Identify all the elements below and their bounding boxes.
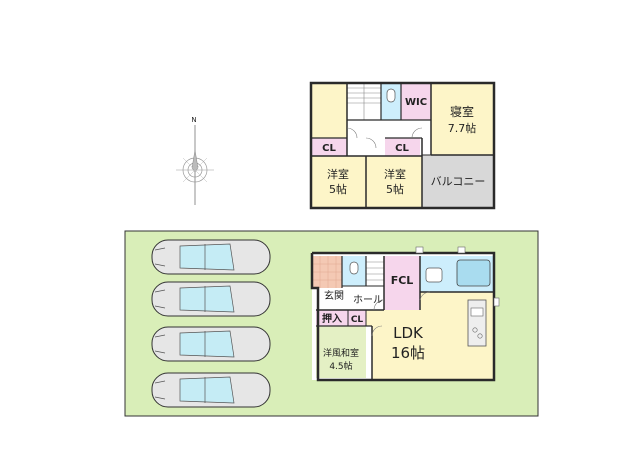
compass: N (176, 116, 214, 205)
compass-arrow (191, 149, 199, 173)
sink-icon (470, 307, 484, 317)
compass-diag-b (182, 157, 208, 183)
balcony-label: バルコニー (431, 175, 486, 188)
wic-label: WIC (405, 97, 427, 108)
room-left-name: 洋室 (327, 167, 349, 181)
entrance-tile-grid (312, 256, 342, 288)
washbasin-icon (425, 267, 443, 283)
stove-burner-icon-a (472, 327, 478, 333)
closet-right (385, 138, 420, 156)
japanese-room-name: 洋風和室 (323, 347, 359, 359)
hall-label: ホール (353, 294, 383, 306)
bedroom-size: 7.7帖 (448, 122, 477, 135)
staircase-1f (366, 256, 384, 286)
ldk-name: LDK (393, 324, 424, 342)
oshiire-label: 押入 (322, 312, 342, 325)
bathtub-icon (456, 259, 491, 287)
fcl-label: FCL (391, 274, 414, 287)
stove-burner-icon-b (477, 333, 483, 339)
closet-right-label: CL (395, 143, 409, 154)
room-right (366, 156, 422, 208)
car-1 (151, 239, 271, 275)
bedroom (431, 83, 494, 155)
room-right-size: 5帖 (386, 183, 404, 196)
walls-1f (310, 251, 496, 382)
ac-unit-icon (457, 246, 466, 254)
walls-2f (309, 81, 496, 210)
japanese-room (316, 326, 366, 378)
closet-left (311, 138, 347, 156)
toilet-icon-1f (349, 261, 359, 275)
closet-left-label: CL (322, 143, 336, 154)
closet-1f-label: CL (351, 315, 364, 325)
room-left-upper (311, 83, 347, 138)
door-arcs-1f (371, 291, 431, 337)
room-left-size: 5帖 (329, 183, 347, 196)
ldk-size: 16帖 (391, 344, 425, 362)
corridor-2f (347, 120, 431, 138)
car-3 (151, 326, 271, 362)
bedroom-name: 寝室 (450, 104, 474, 119)
room-right-name: 洋室 (384, 167, 406, 181)
vent-icon (415, 246, 424, 254)
second-floor: バルコニー WIC 寝室 7.7帖 CL CL 洋室 5帖 洋 (309, 81, 496, 210)
room-left (311, 156, 366, 208)
ldk (366, 292, 494, 380)
car-2 (151, 281, 271, 317)
stair-treads-1f (366, 261, 384, 281)
oshiire (316, 310, 348, 326)
hall (318, 288, 384, 310)
north-label: N (191, 116, 196, 124)
car-4 (151, 372, 271, 408)
first-floor: FCL 玄関 ホール 押入 CL 洋風和室 4.5帖 LDK 16帖 (310, 246, 500, 382)
closet-1f (348, 310, 366, 326)
parking-cars (151, 239, 271, 408)
toilet-icon (386, 88, 396, 103)
entrance-label: 玄関 (324, 289, 344, 302)
door-arcs-2f (346, 127, 423, 149)
meter-icon (493, 297, 500, 307)
japanese-room-size: 4.5帖 (329, 360, 352, 372)
kitchen-counter (467, 299, 487, 347)
wic (401, 83, 431, 120)
stair-treads (347, 83, 381, 120)
fcl (384, 256, 420, 310)
